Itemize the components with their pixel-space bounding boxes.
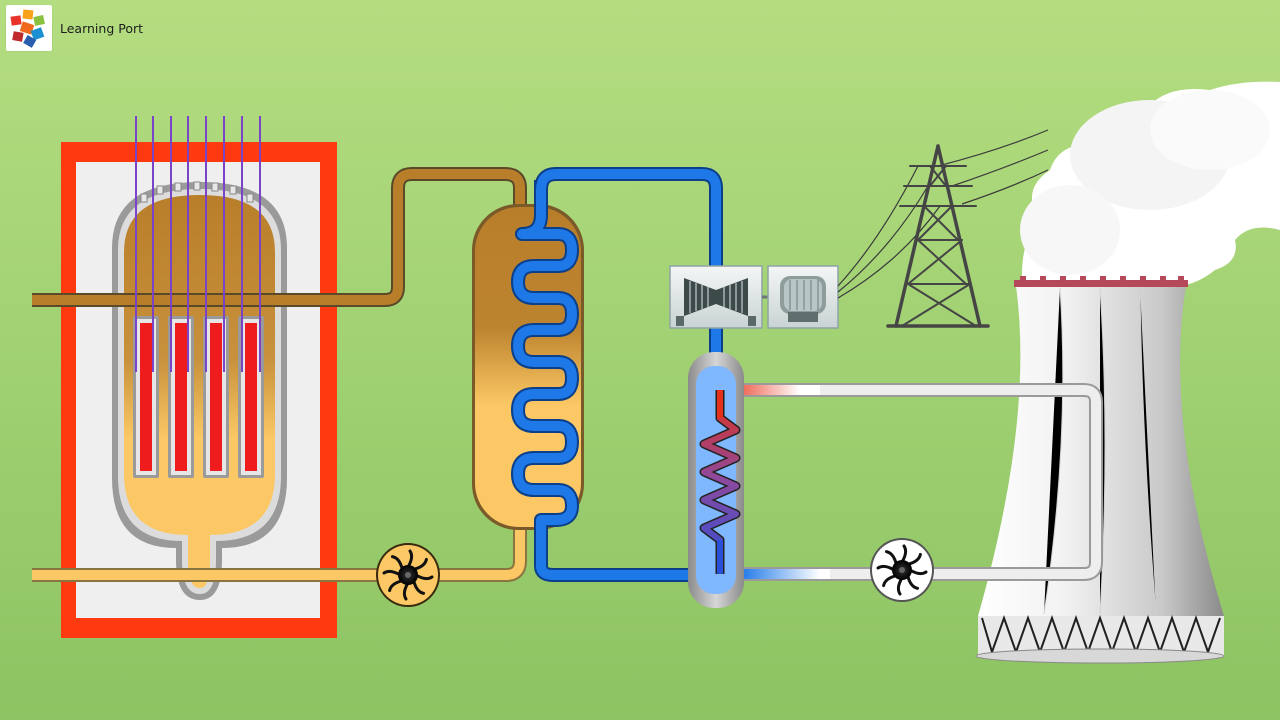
primary-pump-icon: [376, 543, 440, 607]
turbine-icon: [669, 265, 763, 329]
brand-bar: Learning Port: [6, 4, 143, 52]
primary-hot-pipe: [32, 167, 527, 307]
condenser-icon: [688, 352, 744, 608]
transmission-tower-icon: [886, 144, 990, 328]
steam-plume-icon: [1020, 81, 1280, 286]
reactor-vessel-icon: [61, 142, 337, 638]
control-rod-icon: [135, 116, 261, 372]
brand-name: Learning Port: [60, 20, 144, 36]
learning-port-logo-icon: [6, 5, 52, 51]
generator-icon: [767, 265, 839, 329]
power-line: [837, 129, 1049, 299]
steam-generator-icon: [472, 180, 584, 560]
primary-cold-pipe: [32, 525, 527, 582]
cooling-pump-icon: [870, 538, 934, 602]
fuel-rod-icon: [133, 316, 264, 478]
